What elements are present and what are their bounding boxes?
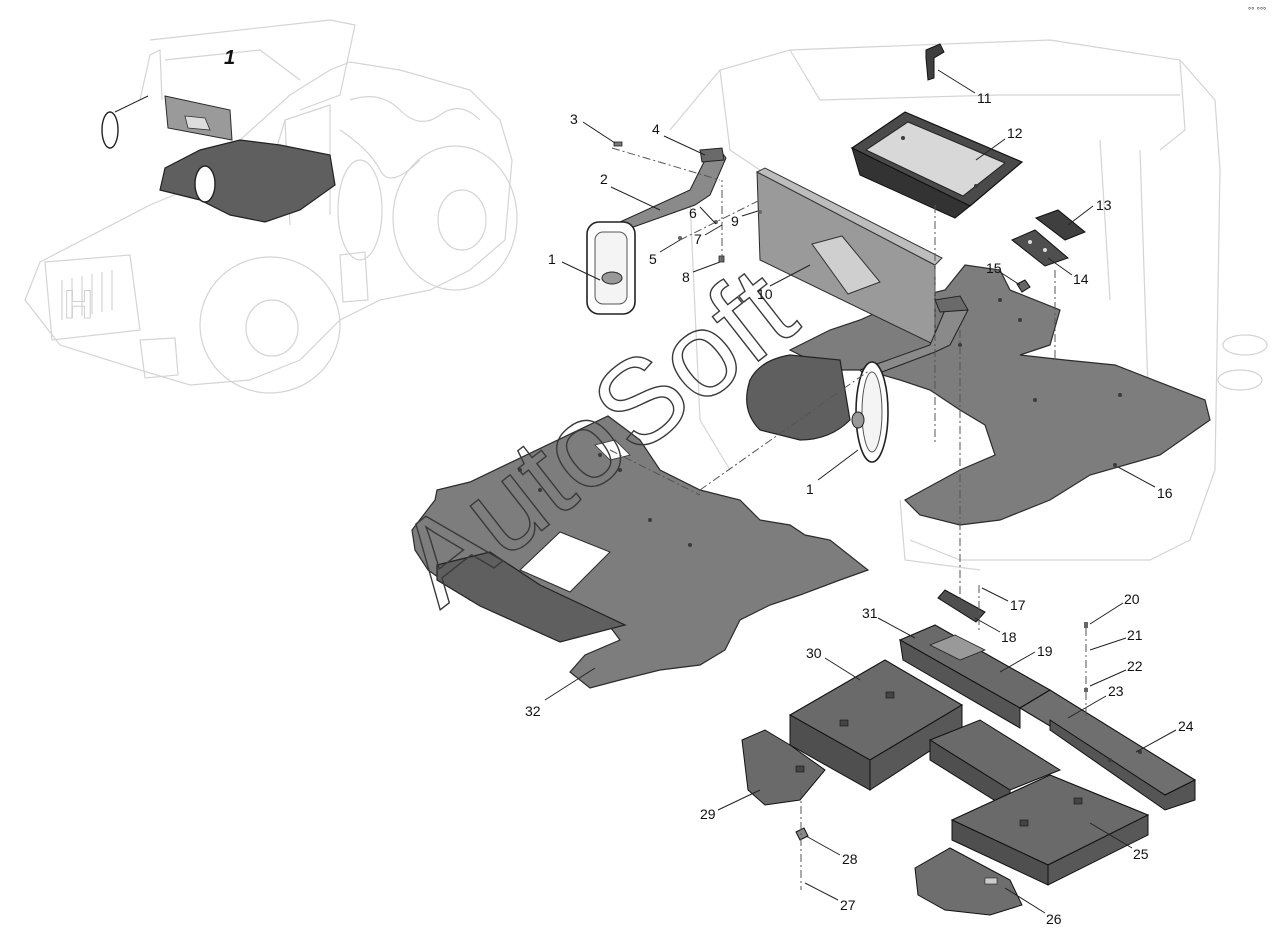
svg-text:15: 15: [986, 260, 1002, 276]
svg-text:1: 1: [806, 481, 814, 497]
callout-18: 18: [974, 617, 1017, 645]
support-24: [1018, 689, 1197, 811]
tractor-overview: H 1: [24, 19, 518, 394]
callout-2: 2: [600, 171, 661, 211]
svg-text:7: 7: [694, 231, 702, 247]
callout-12: 12: [975, 125, 1023, 161]
callout-31: 31: [862, 605, 916, 639]
callout-13: 13: [1067, 197, 1112, 226]
callout-8: 8: [682, 261, 721, 285]
mirror-assembly-right: [851, 295, 969, 463]
svg-text:4: 4: [652, 121, 660, 137]
svg-text:8: 8: [682, 269, 690, 285]
callout-9: 9: [731, 210, 759, 229]
block-25: [950, 774, 1150, 886]
callout-20: 20: [1089, 591, 1140, 625]
svg-text:17: 17: [1010, 597, 1026, 613]
callout-3: 3: [570, 111, 616, 144]
callout-23: 23: [1067, 683, 1124, 719]
block-26: [914, 847, 1023, 916]
callout-22: 22: [1089, 658, 1143, 687]
bracket-18: [937, 589, 986, 623]
callout-1b: 1: [806, 449, 859, 497]
callout-7: 7: [694, 224, 723, 247]
assembly-centerlines: [609, 147, 1087, 890]
callout-1a: 1: [548, 251, 601, 281]
nut-15: [1016, 279, 1031, 293]
svg-text:28: 28: [842, 851, 858, 867]
callout-26: 26: [1004, 887, 1062, 927]
svg-text:30: 30: [806, 645, 822, 661]
callout-28: 28: [805, 835, 858, 867]
callout-15: 15: [986, 260, 1021, 286]
plate-14: [1011, 229, 1069, 267]
callout-24: 24: [1135, 718, 1194, 753]
handle-11: [925, 43, 945, 81]
callout-29: 29: [700, 789, 761, 822]
figure-marker: 1: [224, 47, 235, 69]
svg-text:1: 1: [548, 251, 556, 267]
bolt-stack-20-23: [1084, 622, 1088, 692]
svg-text:29: 29: [700, 806, 716, 822]
mirror-assembly-left: [586, 147, 727, 315]
callout-5: 5: [649, 239, 681, 267]
svg-text:16: 16: [1157, 485, 1173, 501]
svg-text:6: 6: [689, 205, 697, 221]
svg-text:24: 24: [1178, 718, 1194, 734]
svg-text:5: 5: [649, 251, 657, 267]
svg-text:31: 31: [862, 605, 878, 621]
floor-plate-16: [746, 264, 1211, 526]
callout-4: 4: [652, 121, 706, 156]
svg-text:21: 21: [1127, 627, 1143, 643]
svg-text:27: 27: [840, 897, 856, 913]
svg-text:9: 9: [731, 213, 739, 229]
block-middle: [928, 719, 1062, 811]
callout-16: 16: [1117, 466, 1173, 501]
svg-text:20: 20: [1124, 591, 1140, 607]
callout-25: 25: [1089, 822, 1149, 862]
callout-labels: 1 1 2 3 4 5 6 7 8 9 10 11 12 13 14 15 16…: [525, 69, 1194, 927]
callout-17: 17: [981, 587, 1026, 613]
tray-12: [850, 111, 1024, 219]
corner-mark: °° °°°: [1248, 6, 1266, 15]
svg-text:2: 2: [600, 171, 608, 187]
svg-text:13: 13: [1096, 197, 1112, 213]
svg-text:19: 19: [1037, 643, 1053, 659]
callout-10: 10: [757, 264, 811, 302]
svg-text:25: 25: [1133, 846, 1149, 862]
callout-6: 6: [689, 205, 717, 225]
callout-19: 19: [999, 643, 1053, 673]
block-30: [788, 659, 964, 791]
callout-14: 14: [1047, 257, 1089, 287]
svg-text:32: 32: [525, 703, 541, 719]
svg-text:23: 23: [1108, 683, 1124, 699]
svg-text:10: 10: [757, 286, 773, 302]
support-19: [898, 624, 1052, 729]
svg-text:26: 26: [1046, 911, 1062, 927]
svg-text:12: 12: [1007, 125, 1023, 141]
callout-32: 32: [525, 667, 596, 719]
svg-text:3: 3: [570, 111, 578, 127]
cab-frame-outline: [669, 39, 1268, 571]
svg-text:22: 22: [1127, 658, 1143, 674]
callout-27: 27: [804, 882, 856, 913]
callout-11: 11: [937, 69, 992, 106]
svg-text:14: 14: [1073, 271, 1089, 287]
floor-mat-32: [411, 415, 870, 689]
plate-13: [1034, 209, 1086, 241]
callout-30: 30: [806, 645, 861, 681]
block-29: [741, 729, 826, 806]
callout-21: 21: [1089, 627, 1143, 651]
svg-text:11: 11: [977, 90, 992, 106]
washer-28: [795, 827, 809, 841]
svg-text:18: 18: [1001, 629, 1017, 645]
svg-text:H: H: [64, 283, 93, 327]
